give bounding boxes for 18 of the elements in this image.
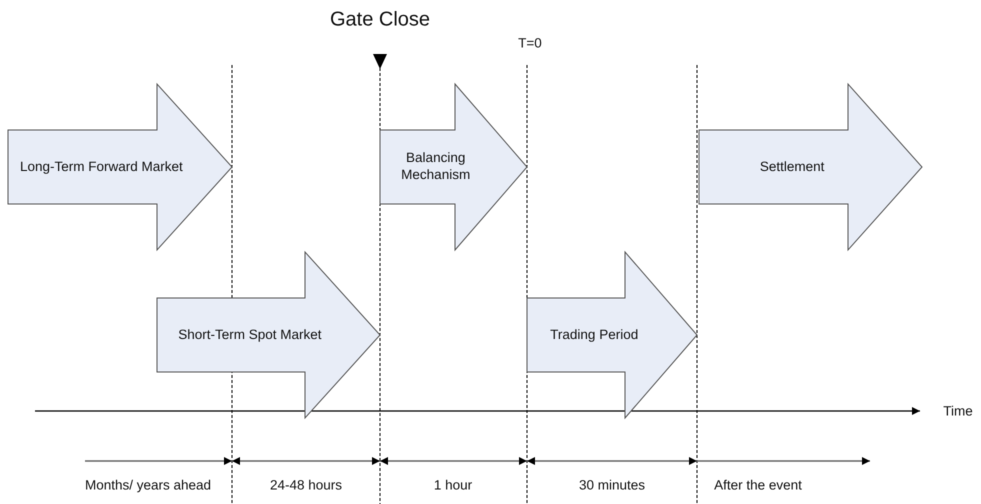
arrow-label: Balancing Mechanism bbox=[400, 149, 472, 184]
block-arrow bbox=[527, 252, 697, 418]
duration-label: 1 hour bbox=[434, 478, 472, 492]
arrow-label: Trading Period bbox=[549, 326, 640, 344]
arrow-label: Short-Term Spot Market bbox=[177, 326, 323, 344]
gate-close-label: Gate Close bbox=[330, 8, 430, 32]
duration-label: 24-48 hours bbox=[270, 478, 342, 492]
block-arrow bbox=[8, 84, 232, 250]
block-arrow bbox=[157, 252, 380, 418]
duration-label: After the event bbox=[714, 478, 802, 492]
duration-label: Months/ years ahead bbox=[84, 478, 212, 492]
block-arrow bbox=[380, 84, 527, 250]
time-zero-label: T=0 bbox=[518, 36, 542, 50]
block-arrow bbox=[699, 84, 922, 250]
arrow-label: Settlement bbox=[758, 158, 826, 176]
arrow-label: Long-Term Forward Market bbox=[18, 158, 184, 176]
axis-label: Time bbox=[943, 404, 973, 418]
duration-label: 30 minutes bbox=[578, 478, 646, 492]
